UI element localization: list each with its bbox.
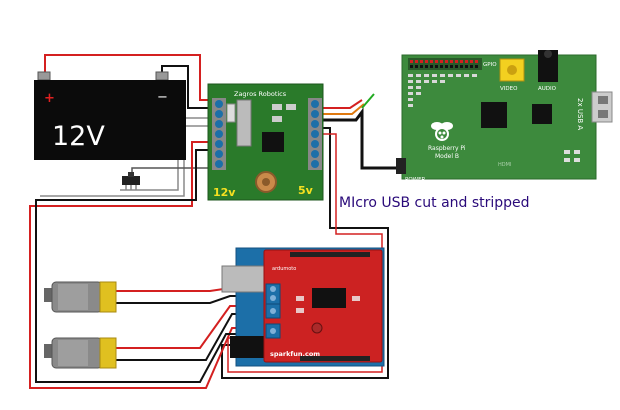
wire-5v-orange — [322, 103, 365, 115]
gpio-label: GPIO — [483, 62, 497, 68]
wire-battery-negative — [161, 65, 212, 109]
pi-soc — [481, 102, 507, 128]
battery-terminal-positive — [37, 71, 51, 81]
pi-name-line2: Model B — [435, 153, 459, 160]
regulator-input-label: 12v — [213, 186, 236, 199]
audio-jack — [538, 50, 558, 82]
motor-driver-chip — [312, 288, 346, 308]
battery-plus-sign: + — [44, 91, 55, 106]
audio-label: AUDIO — [538, 86, 557, 92]
wire-battery-positive — [44, 54, 212, 101]
regulator-output-label: 5v — [298, 184, 314, 197]
wire-5v-black — [322, 107, 398, 170]
wire-5v-red — [322, 99, 363, 109]
wire-black-motor-loop — [35, 149, 212, 383]
power-label: POWER — [405, 177, 426, 183]
hdmi-label: HDMI — [498, 162, 511, 168]
usb-label: 2x USB A — [576, 98, 584, 130]
shield-board-name: ardumoto — [272, 266, 296, 272]
arduino-with-shield: ardumoto sparkfun.com — [221, 247, 385, 367]
pi-side-pins — [408, 74, 477, 107]
battery-body — [34, 80, 186, 160]
arduino-power-jack — [230, 336, 264, 358]
battery-minus-sign: − — [157, 90, 168, 105]
gpio-header — [408, 58, 482, 70]
regulator-board: Zagros Robotics 12v 5v — [207, 83, 324, 201]
motor-2 — [44, 337, 117, 369]
shield-brand: sparkfun.com — [270, 350, 320, 358]
battery-terminal-negative — [155, 71, 169, 81]
shield-header-bottom — [300, 356, 370, 361]
gpio-pins — [410, 60, 478, 68]
raspberry-logo — [431, 122, 453, 141]
battery-voltage-label: 12V — [52, 121, 105, 152]
shield-header-top — [290, 252, 370, 257]
regulator-brand: Zagros Robotics — [234, 90, 287, 98]
switch — [122, 172, 140, 190]
video-label: VIDEO — [500, 86, 518, 92]
arduino-usb — [221, 265, 269, 293]
wire-5v-green — [361, 93, 375, 109]
wire-red-motor-loop — [29, 141, 212, 389]
battery: + − 12V — [34, 71, 186, 160]
raspberry-pi: GPIO VIDEO AUDIO 2x USB A — [396, 50, 613, 183]
motor-1 — [44, 281, 117, 313]
annotation-micro-usb: MIcro USB cut and stripped — [339, 195, 530, 211]
pi-name-line1: Raspberry Pi — [428, 145, 466, 152]
pi-lan-chip — [532, 104, 552, 124]
pi-power-connector — [396, 158, 406, 174]
wire-gray-2 — [40, 125, 212, 197]
